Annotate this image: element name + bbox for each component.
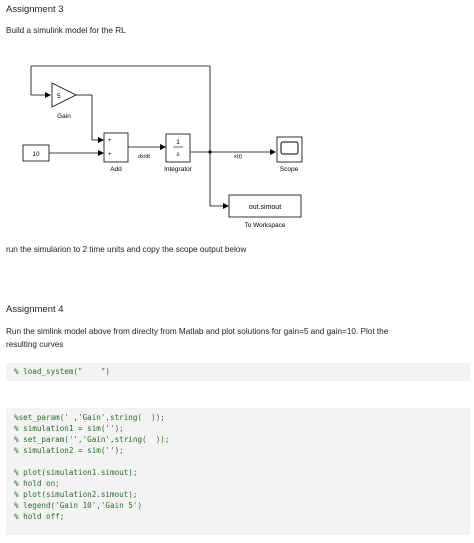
to-workspace-label: To Workspace — [244, 222, 285, 229]
workspace-variable: out.simout — [249, 204, 281, 211]
add-label: Add — [110, 166, 122, 173]
signal-xt: x(t) — [234, 154, 242, 160]
code-line: % set_param('','Gain',string( )); — [14, 435, 170, 444]
code-line: % hold off; — [14, 512, 65, 521]
assignment3-title: Assignment 3 — [6, 4, 64, 15]
code-block-load-system: % load_system(" ") — [6, 363, 470, 381]
assignment4-instruction-line1: Run the simlink model above from direclt… — [6, 327, 389, 336]
code-line: % hold on; — [14, 479, 60, 488]
assignment4-instruction-line2: resulting curves — [6, 340, 64, 349]
integrator-numerator: 1 — [176, 139, 180, 146]
add-sign-bottom: + — [108, 152, 112, 158]
assignment3-instruction: Build a simulink model for the RL — [6, 26, 126, 35]
scope-icon — [280, 141, 299, 155]
code-line: % plot(simulation1.simout); — [14, 468, 138, 477]
code-block-simulation: %set_param(' ,'Gain',string( )); % simul… — [6, 408, 470, 535]
assignment4-title: Assignment 4 — [6, 304, 64, 315]
to-workspace-block[interactable] — [228, 194, 302, 218]
assignment3-after-diagram: run the simularion to 2 time units and c… — [6, 245, 247, 254]
code-line: % plot(simulation2.simout); — [14, 490, 138, 499]
code-line: %set_param(' ,'Gain',string( )); — [14, 413, 165, 422]
code-line: % legend('Gain 10','Gain 5') — [14, 501, 143, 510]
scope-label: Scope — [280, 166, 299, 173]
integrator-label: Integrator — [164, 166, 193, 173]
gain-label: Gain — [57, 113, 71, 120]
code-line: % simulation1 = sim(''); — [14, 424, 124, 433]
code-line: % simulation2 = sim(''); — [14, 446, 124, 455]
gain-block[interactable] — [51, 82, 77, 108]
signal-dxdt: dx/dt — [138, 154, 150, 160]
add-block[interactable] — [103, 132, 129, 163]
code-line: % load_system(" ") — [14, 367, 111, 376]
simulink-diagram: 5 Gain 10 + + Add dx/dt 1 s Integrator x… — [22, 65, 303, 229]
constant-value: 10 — [32, 151, 40, 158]
gain-value: 5 — [57, 93, 61, 100]
integrator-denominator: s — [176, 151, 180, 158]
add-sign-top: + — [108, 138, 112, 144]
integrator-block[interactable] — [165, 133, 191, 163]
